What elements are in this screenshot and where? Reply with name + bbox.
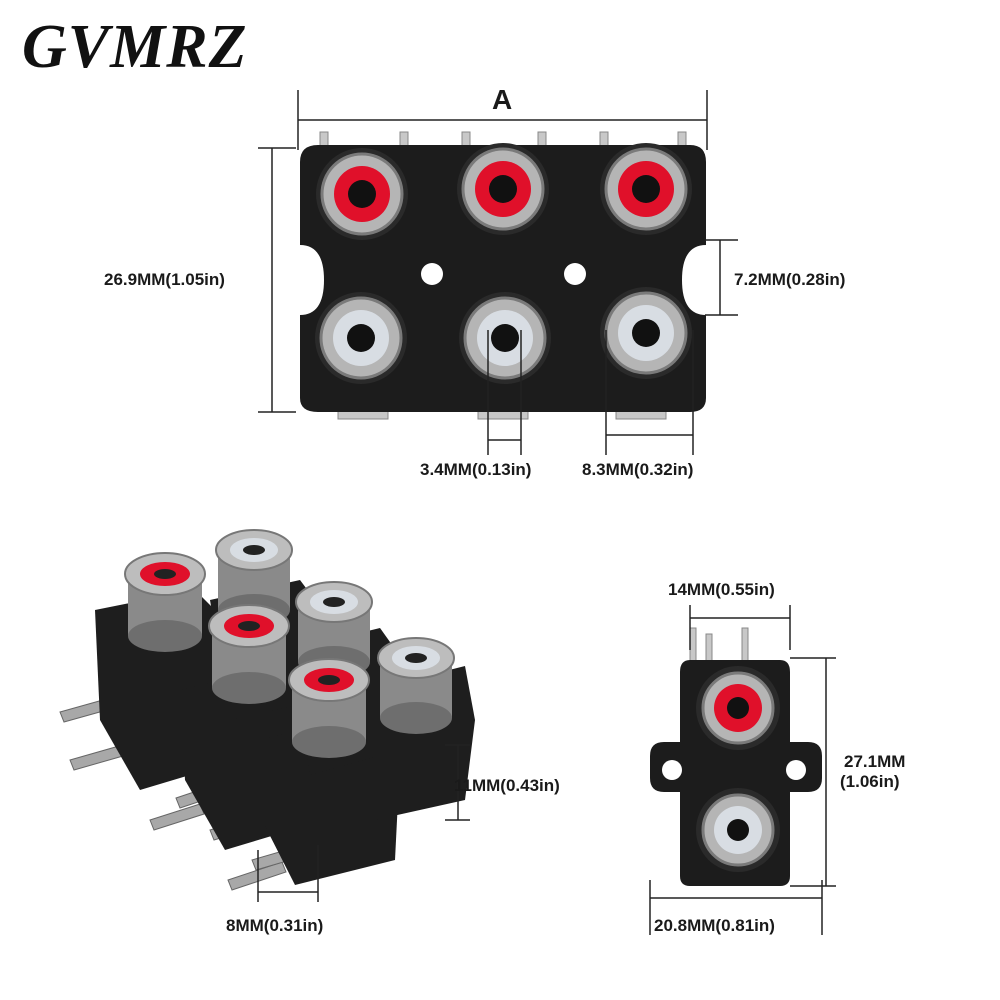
brand-logo: GVMRZ	[22, 13, 248, 81]
iso-red-jacks	[124, 552, 370, 758]
iso-white-jacks	[215, 529, 455, 734]
dimension-label-pin-pitch: 8MM(0.31in)	[226, 916, 324, 935]
dimension-label-width-a: A	[492, 84, 513, 115]
red-jack-row	[316, 143, 692, 240]
dimension-label-pitch: 8.3MM(0.32in)	[582, 460, 694, 479]
dimension-label-single-height: 27.1MM	[844, 752, 906, 771]
dimension-label-single-height-in: (1.06in)	[840, 772, 900, 791]
dimension-label-single-top-width: 14MM(0.55in)	[668, 580, 775, 599]
dimension-label-row-spacing: 7.2MM(0.28in)	[734, 270, 846, 289]
dimension-label-single-bottom-width: 20.8MM(0.81in)	[654, 916, 775, 935]
dimension-label-hole: 3.4MM(0.13in)	[420, 460, 532, 479]
dimension-label-top-height: 26.9MM(1.05in)	[104, 270, 225, 289]
white-jack-row	[315, 287, 692, 384]
dimension-label-iso-height: 11MM(0.43in)	[454, 776, 560, 795]
